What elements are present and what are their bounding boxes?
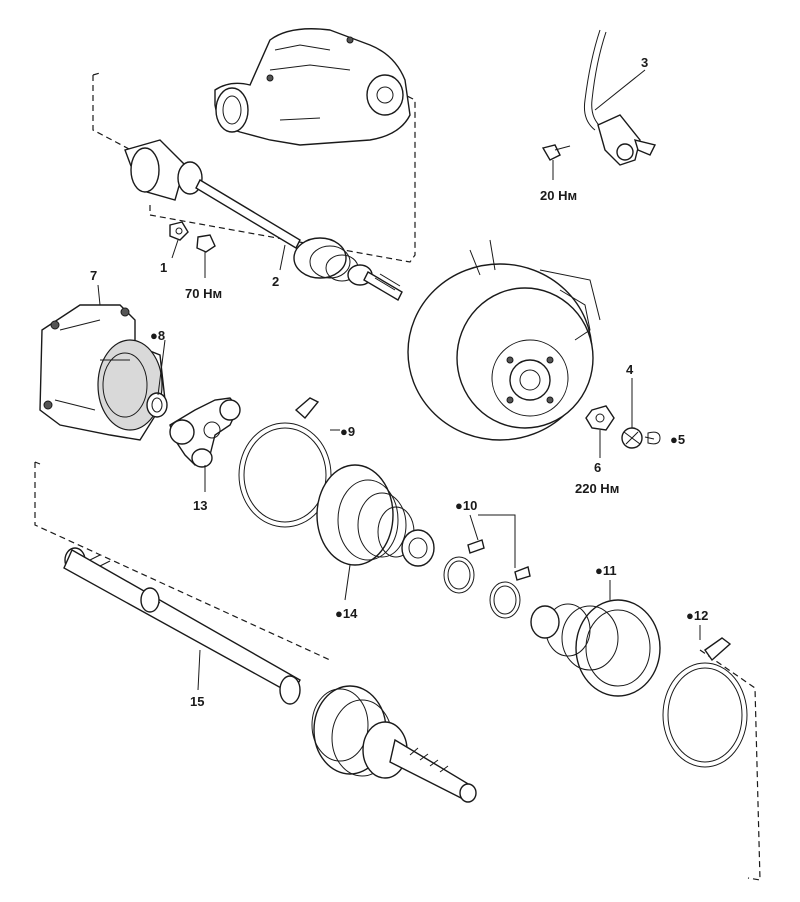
label-7: 7 <box>90 268 97 283</box>
torque-20nm: 20 Нм <box>540 188 577 203</box>
boot-11 <box>530 599 661 697</box>
nut-70nm <box>196 234 216 253</box>
label-9: ●9 <box>340 424 355 439</box>
label-1: 1 <box>160 260 167 275</box>
label-15: 15 <box>190 694 204 709</box>
cotter-pin-5 <box>644 431 661 445</box>
clamp-10-a <box>443 539 485 594</box>
torque-70nm: 70 Нм <box>185 286 222 301</box>
snap-ring-8 <box>146 392 168 418</box>
clamp-band-12 <box>662 637 748 768</box>
bolt-20nm <box>541 144 571 161</box>
upper-driveshaft <box>124 139 403 301</box>
differential-housing <box>214 28 411 146</box>
lower-assembly-boundary <box>34 461 761 881</box>
brake-drum-assembly <box>407 239 601 441</box>
label-14: ●14 <box>335 606 358 621</box>
label-6: 6 <box>594 460 601 475</box>
joint-housing-7 <box>39 304 166 441</box>
hub-nut-6 <box>585 405 615 431</box>
label-12: ●12 <box>686 608 708 623</box>
label-10: ●10 <box>455 498 477 513</box>
nut-1 <box>169 221 189 241</box>
leader-lines <box>97 69 701 691</box>
lock-cap-4 <box>621 427 643 449</box>
clamp-10-b <box>489 566 531 619</box>
brake-cable-lever <box>584 29 657 166</box>
clamp-band-9 <box>238 397 332 528</box>
lower-driveshaft-15 <box>63 547 477 803</box>
boot-14 <box>316 464 435 567</box>
label-3: 3 <box>641 55 648 70</box>
label-11: ●11 <box>595 563 617 578</box>
label-4: 4 <box>626 362 634 377</box>
tripod-joint-13 <box>169 397 241 468</box>
label-5: ●5 <box>670 432 685 447</box>
label-13: 13 <box>193 498 207 513</box>
upper-assembly-boundary <box>92 72 416 263</box>
label-2: 2 <box>272 274 279 289</box>
label-8: ●8 <box>150 328 165 343</box>
torque-220nm: 220 Нм <box>575 481 619 496</box>
